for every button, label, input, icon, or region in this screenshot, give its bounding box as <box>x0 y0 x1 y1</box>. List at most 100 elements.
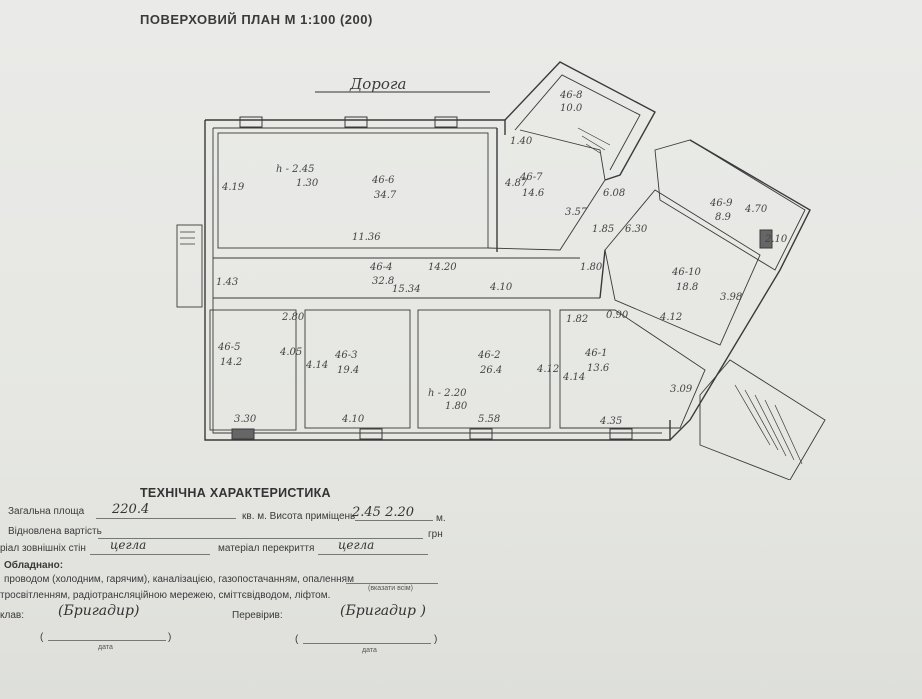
dimension-label: 0.90 <box>606 310 629 321</box>
checked-date-label: дата <box>362 647 377 654</box>
room-area: 34.7 <box>374 190 397 201</box>
room-1-2: 46-2 26.4 5.58 h - 2.20 1.80 <box>428 350 502 425</box>
room-area: 10.0 <box>560 103 583 114</box>
m-label: м. <box>436 513 446 524</box>
heights-line <box>355 520 433 521</box>
room-area: 14.2 <box>220 357 242 368</box>
room-top: 6.30 <box>625 224 648 235</box>
room-length: 15.34 <box>392 284 421 295</box>
paren-open: ( <box>295 634 299 645</box>
tech-section-title: ТЕХНІЧНА ХАРАКТЕРИСТИКА <box>140 486 331 500</box>
room-side: 4.70 <box>744 204 768 215</box>
restored-cost-line <box>98 538 423 539</box>
room-1-4: 46-4 32.8 14.20 15.34 1.43 <box>216 262 457 295</box>
room-area: 13.6 <box>587 363 610 374</box>
floor-plan: Дорога 46-6 34.7 h - 2.45 1.30 11.36 4.1… <box>176 61 826 480</box>
room-top: 1.40 <box>510 136 533 147</box>
room-1-7: 46-7 14.6 4.87 3.57 1.40 <box>504 136 588 218</box>
dimension-label: 4.14 <box>562 372 585 383</box>
dimension-label: 4.10 <box>489 282 513 293</box>
walls-line <box>90 554 210 555</box>
room-name: 46-2 <box>477 350 500 361</box>
room-side: 3.09 <box>670 384 693 395</box>
walls-label: ріал зовнішніх стін <box>0 543 86 554</box>
room-side: 2.10 <box>764 234 788 245</box>
checked-date-line <box>303 643 431 644</box>
room-1-1: 46-1 13.6 4.35 3.09 1.82 <box>566 314 693 427</box>
heights-value: 2.45 2.20 <box>352 505 415 520</box>
room-width: 4.10 <box>341 414 365 425</box>
equip-line-2: тросвітленням, радіотрансляційною мереже… <box>0 590 331 601</box>
room-area: 8.9 <box>715 212 732 223</box>
paren-close: ) <box>434 634 438 645</box>
restored-cost-label: Відновлена вартість <box>8 526 102 537</box>
dimension-label: 2.80 <box>281 312 305 323</box>
composed-signature: (Бригадир) <box>58 603 140 619</box>
room-side: 1.43 <box>216 277 238 288</box>
room-side: 3.57 <box>565 207 588 218</box>
dimension-label: 4.12 <box>536 364 559 375</box>
composed-date-line <box>48 640 166 641</box>
ceiling-value: цегла <box>338 538 375 552</box>
equip-line-1: проводом (холодним, гарячим), каналізаці… <box>4 574 354 585</box>
room-height-sub: 1.30 <box>296 178 319 189</box>
room-area: 26.4 <box>479 365 502 376</box>
room-side: 4.12 <box>659 312 682 323</box>
total-area-line <box>96 518 236 519</box>
room-length: 14.20 <box>428 262 457 273</box>
checked-signature: (Бригадир ) <box>340 603 426 619</box>
room-name: 46-3 <box>334 350 357 361</box>
wall-outer <box>204 120 671 441</box>
ceiling-line <box>318 554 428 555</box>
room-1-9: 46-9 8.9 4.70 2.10 <box>709 198 788 245</box>
checked-label: Перевірив: <box>232 610 283 621</box>
room-top: 1.82 <box>566 314 588 325</box>
room-area: 14.6 <box>522 188 545 199</box>
room-side: 4.87 <box>504 178 528 189</box>
total-area-label: Загальна площа <box>8 506 85 517</box>
facade-label: Дорога <box>349 75 406 93</box>
room-depth: 4.19 <box>221 182 245 193</box>
ceiling-label: матеріал перекриття <box>218 543 315 554</box>
total-area-value: 220.4 <box>112 502 150 517</box>
equip-hint: (вказати всім) <box>368 585 413 592</box>
paren-close: ) <box>168 632 172 643</box>
paren-open: ( <box>40 632 44 643</box>
room-name: 46-7 <box>519 172 543 183</box>
room-height-sub: 1.80 <box>445 401 468 412</box>
room-1-10: 46-10 18.8 3.98 4.12 6.30 <box>625 224 742 323</box>
equipped-label: Обладнано: <box>4 560 64 571</box>
plan-title: ПОВЕРХОВИЙ ПЛАН М 1:100 (200) <box>140 12 373 27</box>
dimension-label: 1.80 <box>580 262 603 273</box>
dimension-label: 1.85 <box>592 224 614 235</box>
room-1-6: 46-6 34.7 h - 2.45 1.30 11.36 4.19 <box>221 164 397 243</box>
room-name: 46-1 <box>584 348 607 359</box>
room-height: h - 2.20 <box>428 388 467 399</box>
room-width: 4.35 <box>599 416 622 427</box>
walls-value: цегла <box>110 538 147 552</box>
room-area: 18.8 <box>676 282 698 293</box>
room-width: 11.36 <box>352 232 381 243</box>
room-name: 46-9 <box>709 198 733 209</box>
composed-date-label: дата <box>98 644 113 651</box>
room-name: 46-5 <box>217 342 240 353</box>
room-side: 4.14 <box>305 360 328 371</box>
room-name: 46-4 <box>369 262 392 273</box>
room-name: 46-10 <box>671 267 701 278</box>
room-width: 5.58 <box>478 414 500 425</box>
room-area: 19.4 <box>337 365 359 376</box>
room-area: 32.8 <box>372 276 394 287</box>
room-name: 46-8 <box>559 90 582 101</box>
unit-label: кв. м. Висота приміщень <box>242 511 356 522</box>
room-1-3: 46-3 19.4 4.10 4.14 <box>305 350 365 425</box>
room-side: 4.05 <box>279 347 302 358</box>
uah-label: грн <box>428 529 443 540</box>
room-1-5: 46-5 14.2 3.30 4.05 <box>217 342 302 425</box>
misc-dimensions: 1.85 6.08 1.80 4.10 0.90 2.80 4.12 4.14 <box>281 188 629 383</box>
room-width: 3.30 <box>234 414 257 425</box>
room-side: 3.98 <box>720 292 742 303</box>
room-name: 46-6 <box>371 175 395 186</box>
dimension-label: 6.08 <box>603 188 625 199</box>
composed-label: клав: <box>0 610 24 621</box>
